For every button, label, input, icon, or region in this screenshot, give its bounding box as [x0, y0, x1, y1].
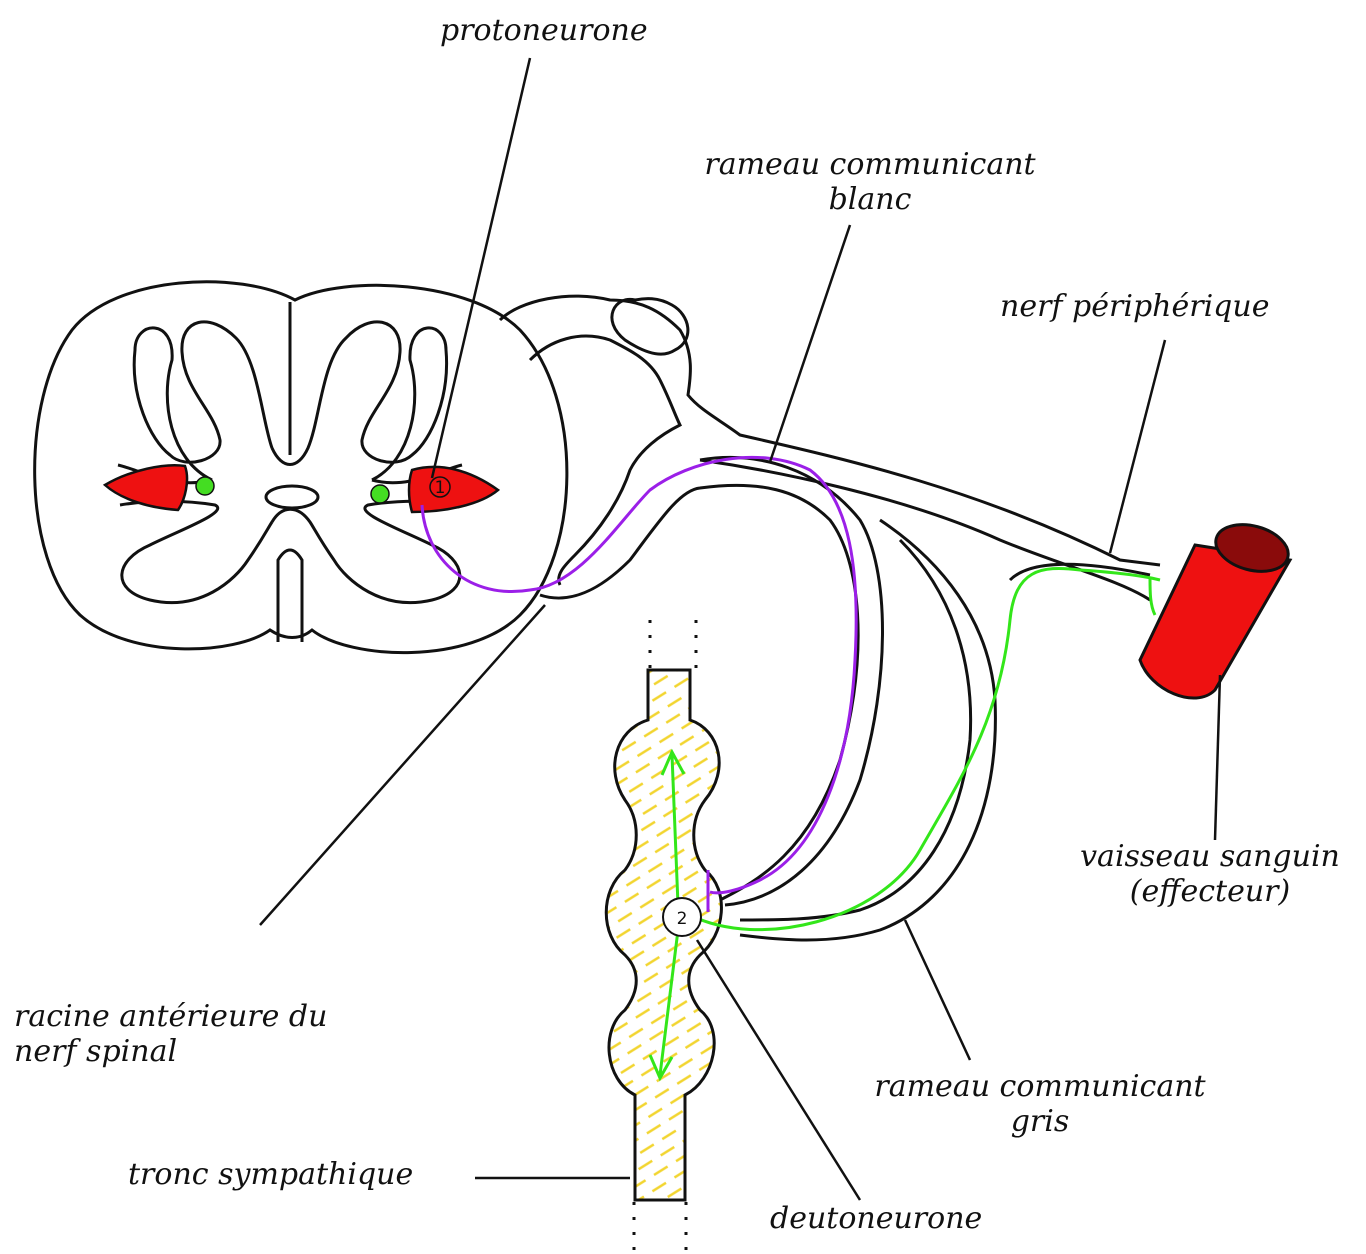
lateral-horns: 1 [105, 465, 498, 512]
label-nerf-peripherique: nerf périphérique [1000, 290, 1269, 325]
rameau-gris-leader [905, 920, 970, 1060]
vaisseau-leader [1215, 675, 1220, 840]
label-rameau-communicant-blanc: rameau communicant blanc [670, 148, 1070, 217]
label-vaisseau-sanguin: vaisseau sanguin (effecteur) [1060, 840, 1360, 909]
label-rameau-communicant-gris: rameau communicant gris [840, 1070, 1240, 1139]
label-rameau-gris-line2: gris [840, 1105, 1240, 1140]
sympathetic-trunk [606, 620, 721, 1250]
label-racine-line2: nerf spinal [14, 1035, 327, 1070]
anterior-root-lower [540, 485, 858, 900]
left-iml-dot [196, 477, 214, 495]
deutoneurone-marker: 2 [663, 898, 701, 936]
left-neuron-body [105, 465, 187, 510]
deutoneurone-leader [697, 940, 860, 1200]
nerf-peripherique-leader [1110, 340, 1165, 553]
grey-ramus-outer [740, 520, 995, 940]
rameau-blanc-leader [770, 225, 850, 462]
posterior-root-lower [530, 336, 680, 585]
right-iml-dot [371, 485, 389, 503]
label-vaisseau-line1: vaisseau sanguin [1060, 840, 1360, 875]
label-racine-anterieure: racine antérieure du nerf spinal [14, 1000, 327, 1069]
blood-vessel [1140, 517, 1293, 698]
label-vaisseau-line2: (effecteur) [1060, 875, 1360, 910]
neuron-1-number: 1 [435, 478, 446, 498]
central-canal [266, 486, 318, 508]
neuron-2-number: 2 [677, 909, 688, 929]
label-rameau-blanc-line2: blanc [670, 183, 1070, 218]
label-rameau-gris-line1: rameau communicant [840, 1070, 1240, 1105]
spinal-cord [35, 282, 567, 653]
label-rameau-blanc-line1: rameau communicant [670, 148, 1070, 183]
protoneurone-leader [432, 58, 530, 478]
grey-ramus-to-nerve [1010, 564, 1150, 580]
label-deutoneurone: deutoneurone [770, 1202, 982, 1237]
postganglionic-fibers [650, 568, 1160, 1078]
leader-lines [260, 58, 1220, 1200]
label-tronc-sympathique: tronc sympathique [128, 1158, 413, 1193]
anterior-median-fissure [278, 550, 302, 642]
label-protoneurone: protoneurone [440, 14, 648, 49]
label-racine-line1: racine antérieure du [14, 1000, 327, 1035]
sympathetic-trunk-body [606, 670, 721, 1200]
